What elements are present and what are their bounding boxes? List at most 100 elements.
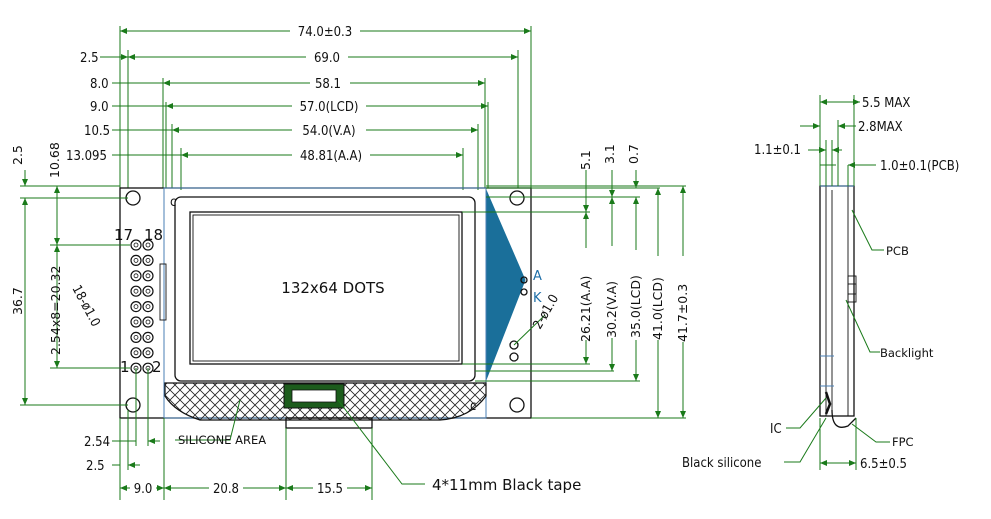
fpc-tail — [285, 417, 373, 429]
dim-bezel-width: 58.1 — [315, 77, 341, 92]
connector-pin-hole — [145, 288, 151, 294]
screen-dots-label: 132x64 DOTS — [281, 279, 384, 297]
pin-2-label: 2 — [152, 358, 162, 376]
dim-bottom-15-5: 15.5 — [317, 482, 343, 497]
dim-left-aa-offset: 13.095 — [66, 149, 107, 164]
dim-bottom-2-5: 2.5 — [86, 459, 105, 474]
side-pcb-label: PCB — [886, 244, 909, 258]
viewing-area — [174, 196, 476, 382]
connector-pin-hole — [133, 350, 139, 356]
dim-aa-height: 26.21(A.A) — [578, 276, 593, 342]
dim-pin-span: 2.54x8=20.32 — [48, 266, 63, 355]
side-ic-label: IC — [770, 422, 782, 437]
dim-top-margin: 2.5 — [10, 145, 25, 165]
side-view-module: 5.5 MAX 2.8MAX 1.1±0.1 1.0±0.1(PCB) PCB … — [682, 95, 959, 472]
mounting-hole-top-right — [509, 190, 525, 206]
connector-pin — [130, 239, 142, 251]
dim-overall-width: 74.0±0.3 — [298, 25, 352, 40]
connector-pin-hole — [145, 242, 151, 248]
mounting-hole-bottom-left — [125, 397, 141, 413]
pin-1-label: 1 — [120, 358, 130, 376]
connector-pin-hole — [145, 334, 151, 340]
connector-pin-array — [130, 239, 154, 374]
connector-pin-hole — [133, 288, 139, 294]
connector-pin — [142, 347, 154, 359]
side-backlight-label: Backlight — [880, 346, 934, 360]
connector-pin — [142, 331, 154, 343]
dim-left-lcd-offset: 9.0 — [90, 100, 109, 115]
right-dimension-chains: 5.1 3.1 0.7 26.21(A.A) 30.2(V.A) 35.0(LC… — [462, 144, 692, 419]
dim-bottom-20-8: 20.8 — [213, 482, 239, 497]
mounting-hole-top-left — [125, 190, 141, 206]
connector-pin — [142, 254, 154, 266]
connector-pin-hole — [133, 273, 139, 279]
cathode-label: K — [533, 291, 542, 306]
dim-va-width: 54.0(V.A) — [302, 124, 355, 139]
dim-right-top-0-7: 0.7 — [626, 144, 641, 164]
connector-pin-hole — [145, 319, 151, 325]
connector-pin-hole — [145, 257, 151, 263]
pin-18-label: 18 — [144, 226, 163, 244]
connector-pin — [142, 301, 154, 313]
svg-text:c: c — [470, 399, 476, 414]
active-area — [189, 211, 463, 365]
side-fpc-label: FPC — [892, 435, 914, 449]
connector-pin — [142, 239, 154, 251]
connector-pin-hole — [145, 304, 151, 310]
connector-pin — [142, 316, 154, 328]
pin-17-label: 17 — [114, 226, 133, 244]
connector-pin-hole — [133, 257, 139, 263]
connector-pin-hole — [133, 334, 139, 340]
dim-left-hole-offset: 2.5 — [80, 51, 99, 66]
side-dim-depth: 6.5±0.5 — [860, 457, 907, 472]
dim-lcd-height: 35.0(LCD) — [628, 275, 643, 338]
dim-hole-pitch-y: 36.7 — [10, 287, 25, 315]
anode-label: A — [533, 269, 542, 284]
side-dim-pcb-thickness: 1.0±0.1(PCB) — [880, 159, 959, 174]
anode-pad — [520, 276, 528, 284]
dim-top-pin-offset: 10.68 — [47, 142, 62, 178]
svg-text:c: c — [170, 195, 176, 210]
dim-left-bezel-offset: 8.0 — [90, 77, 109, 92]
dim-bottom-2-54: 2.54 — [84, 435, 110, 450]
black-tape-label: 4*11mm Black tape — [432, 476, 581, 494]
dim-aa-width: 48.81(A.A) — [300, 149, 362, 164]
side-dim-5-5-max: 5.5 MAX — [862, 96, 910, 111]
dim-right-top-3-1: 3.1 — [602, 144, 617, 164]
connector-pin — [130, 254, 142, 266]
connector-pin — [130, 270, 142, 282]
side-outline — [819, 185, 855, 417]
connector-pin-hole — [133, 304, 139, 310]
front-view-module: 132x64 DOTS A K 2-ø1.0 17 18 1 2 18-ø1.0… — [68, 187, 562, 429]
connector-pin-hole — [133, 319, 139, 325]
connector-pin — [130, 301, 142, 313]
connector-pin-hole — [145, 273, 151, 279]
dim-pcb-height: 41.0(LCD) — [650, 277, 665, 340]
dim-va-height: 30.2(V.A) — [604, 281, 619, 338]
side-dim-2-8-max: 2.8MAX — [858, 120, 903, 135]
pin-holes-label: 18-ø1.0 — [68, 283, 102, 330]
backlight-hole-2 — [509, 352, 519, 362]
cathode-pad — [520, 288, 528, 296]
connector-pin — [130, 285, 142, 297]
bottom-dimension-chains: 2.54 2.5 9.0 20.8 15.5 SILICONE AREA 4*1… — [84, 368, 581, 500]
connector-pin — [130, 331, 142, 343]
silicone-area-label: SILICONE AREA — [178, 433, 266, 447]
mounting-hole-bottom-right — [509, 397, 525, 413]
left-dimension-chains: 2.5 10.68 36.7 2.54x8=20.32 — [10, 142, 130, 406]
connector-pin — [142, 270, 154, 282]
top-dimension-chains: 74.0±0.3 69.0 58.1 57.0(LCD) 54.0(V.A) 4… — [66, 24, 532, 190]
side-dim-1-1: 1.1±0.1 — [754, 143, 801, 158]
backlight-lead-frame — [485, 189, 526, 381]
dim-hole-pitch-x: 69.0 — [314, 51, 340, 66]
backlight-hole-1 — [509, 340, 519, 350]
dim-overall-height: 41.7±0.3 — [675, 284, 690, 342]
connector-pin — [130, 316, 142, 328]
connector-pin — [142, 285, 154, 297]
dim-left-va-offset: 10.5 — [84, 124, 110, 139]
dim-bottom-9-0: 9.0 — [134, 482, 153, 497]
side-fpc-bend — [831, 409, 857, 428]
connector-pin — [130, 347, 142, 359]
dim-right-top-5-1: 5.1 — [578, 150, 593, 170]
